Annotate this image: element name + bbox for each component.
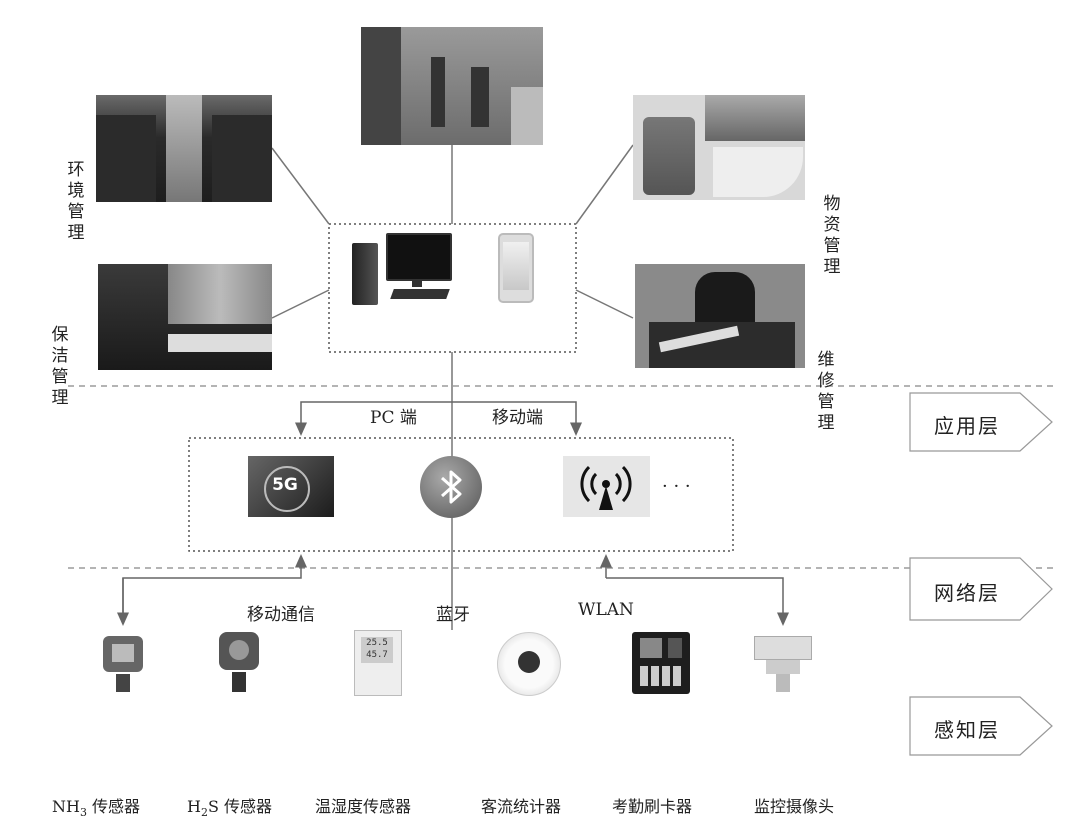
surveillance-camera-label: 监控摄像头 bbox=[754, 797, 835, 816]
network-layer-label: 网络层 bbox=[934, 581, 1000, 605]
maintenance-management-label: 维修管理 bbox=[817, 350, 835, 433]
desktop-computer-icon bbox=[352, 233, 452, 307]
corridor-photo bbox=[96, 95, 272, 202]
supplies-management-label: 物资管理 bbox=[823, 194, 841, 277]
bluetooth-icon bbox=[420, 456, 482, 518]
terminal-box bbox=[328, 223, 577, 353]
people-counter-label: 客流统计器 bbox=[481, 797, 562, 816]
application-layer-tag bbox=[909, 392, 1053, 452]
h2s-sensor-label: H2S 传感器 bbox=[187, 797, 273, 820]
perception-layer-tag bbox=[909, 696, 1053, 756]
attendance-reader-icon bbox=[632, 632, 690, 694]
wlan-label: WLAN bbox=[578, 600, 634, 620]
temp-humidity-sensor-label: 温湿度传感器 bbox=[315, 797, 412, 816]
repair-worker-photo bbox=[635, 264, 805, 368]
mobile-terminal-label: 移动端 bbox=[492, 408, 543, 428]
people-counter-icon bbox=[497, 632, 561, 696]
cleaning-management-label: 保洁管理 bbox=[51, 325, 69, 408]
soap-dispenser-photo bbox=[633, 95, 805, 200]
network-box bbox=[188, 437, 734, 552]
application-layer-label: 应用层 bbox=[934, 414, 1000, 438]
cleaning-staff-photo bbox=[361, 27, 543, 145]
wireless-signal-icon bbox=[563, 456, 650, 517]
surveillance-camera-icon bbox=[752, 630, 814, 694]
smartphone-icon bbox=[498, 233, 534, 303]
nh3-sensor-label: NH3 传感器 bbox=[52, 797, 141, 820]
bluetooth-label: 蓝牙 bbox=[436, 605, 470, 625]
pc-terminal-label: PC 端 bbox=[370, 408, 417, 428]
h2s-sensor-icon bbox=[214, 630, 264, 694]
restroom-sink-photo bbox=[98, 264, 272, 370]
perception-layer-label: 感知层 bbox=[934, 718, 1000, 742]
environment-management-label: 环境管理 bbox=[67, 160, 85, 243]
5g-icon: 5G bbox=[248, 456, 334, 517]
nh3-sensor-icon bbox=[98, 630, 148, 694]
mobile-comm-label: 移动通信 bbox=[247, 605, 315, 625]
network-layer-tag bbox=[909, 557, 1053, 621]
more-ellipsis: · · · bbox=[662, 476, 691, 497]
temp-humidity-sensor-icon: 25.5 45.7 bbox=[354, 630, 402, 696]
attendance-reader-label: 考勤刷卡器 bbox=[612, 797, 693, 816]
